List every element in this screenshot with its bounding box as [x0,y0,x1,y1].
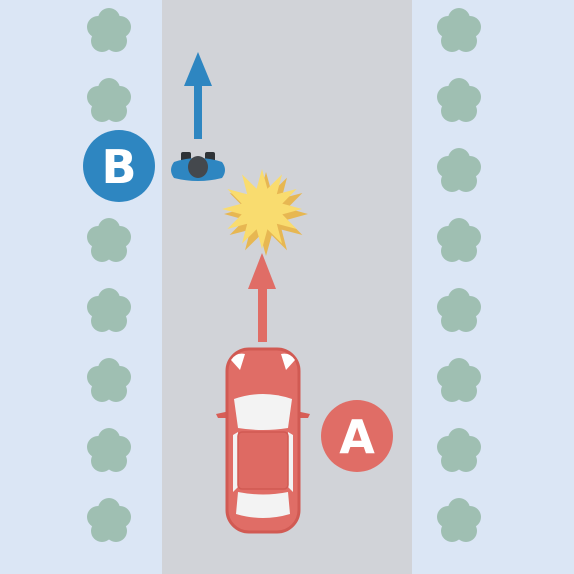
tree-icon [87,428,131,472]
bicycle-direction-arrow-icon [184,52,212,139]
tree-icon [437,288,481,332]
marker-b-circle [83,130,155,202]
marker-a: A [321,400,393,472]
tree-icon [437,358,481,402]
bicycle-icon [171,152,225,181]
tree-icon [87,288,131,332]
tree-row-left [87,8,131,542]
car-icon [216,347,310,534]
tree-icon [87,358,131,402]
marker-b: B [83,130,155,202]
tree-icon [87,78,131,122]
impact-burst-icon [222,169,308,256]
tree-icon [437,148,481,192]
marker-a-circle [321,400,393,472]
marker-a-label: A [339,410,375,464]
tree-icon [87,498,131,542]
tree-icon [87,218,131,262]
tree-icon [437,218,481,262]
marker-b-label: B [101,140,136,194]
tree-icon [87,8,131,52]
tree-icon [437,428,481,472]
tree-icon [437,498,481,542]
tree-icon [437,8,481,52]
tree-icon [437,78,481,122]
tree-row-right [437,8,481,542]
car-direction-arrow-icon [248,253,276,342]
